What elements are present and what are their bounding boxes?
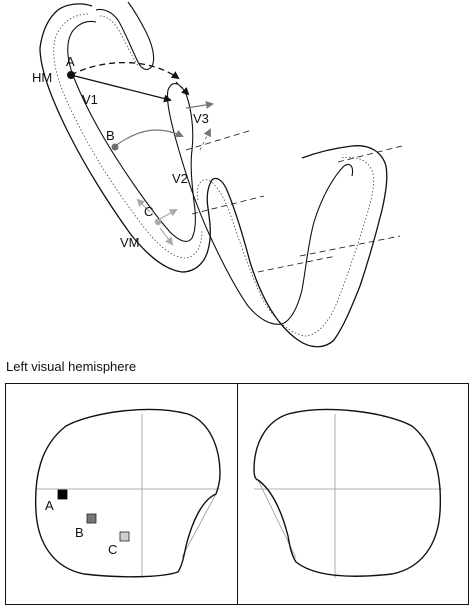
point-a-dot	[67, 71, 75, 79]
arrow-c-1	[157, 209, 178, 221]
left-eye-field: A B C	[34, 408, 221, 578]
cortex-upper-fold-dotted	[99, 15, 139, 67]
arrow-b-down	[199, 128, 211, 151]
cortex-diagram: A HM V1 B V3 V2 C VM	[32, 1, 403, 348]
label-v1: V1	[82, 92, 98, 107]
label-v3: V3	[193, 111, 209, 126]
left-field-blind-spot-chord	[181, 493, 217, 558]
square-a	[57, 489, 68, 500]
label-v2: V2	[172, 171, 188, 186]
label-a: A	[66, 54, 75, 69]
field-label-c: C	[108, 542, 117, 557]
boundary-dashed-4	[299, 235, 401, 257]
boundary-dashed-5	[337, 145, 403, 163]
arrow-b-v3	[185, 100, 214, 109]
arrow-a-to-v3	[175, 81, 190, 96]
label-hm: HM	[32, 70, 52, 85]
arrow-c-3	[136, 198, 151, 213]
arrow-a-dashed	[70, 61, 180, 80]
arrow-b-v2	[114, 129, 184, 147]
panel-frame	[5, 383, 469, 605]
boundary-dashed-2	[191, 195, 265, 215]
field-label-b: B	[75, 525, 84, 540]
cortex-upper-fold	[95, 1, 155, 71]
cortex-outer-outline	[39, 3, 388, 348]
cortex-layer-dotted-2	[196, 156, 374, 337]
label-c: C	[144, 204, 153, 219]
square-b	[86, 513, 97, 524]
point-b-dot	[111, 143, 119, 151]
arrow-c-2	[159, 227, 174, 246]
point-c-dot	[154, 218, 162, 226]
boundary-dashed-3	[257, 255, 337, 273]
cortex-inner-outline	[67, 20, 354, 325]
label-vm: VM	[120, 235, 140, 250]
left-field-outline	[34, 408, 221, 578]
square-c	[119, 531, 130, 542]
label-b: B	[106, 128, 115, 143]
boundary-dashed-1	[185, 129, 253, 151]
right-field-outline	[253, 408, 442, 577]
field-label-a: A	[45, 498, 54, 513]
caption-left-visual-hemisphere: Left visual hemisphere	[6, 359, 136, 374]
right-eye-field	[253, 408, 442, 578]
arrow-a-solid	[70, 74, 172, 103]
cortex-layer-dotted-1	[53, 13, 203, 259]
visual-field-panel: A B C	[5, 383, 469, 605]
